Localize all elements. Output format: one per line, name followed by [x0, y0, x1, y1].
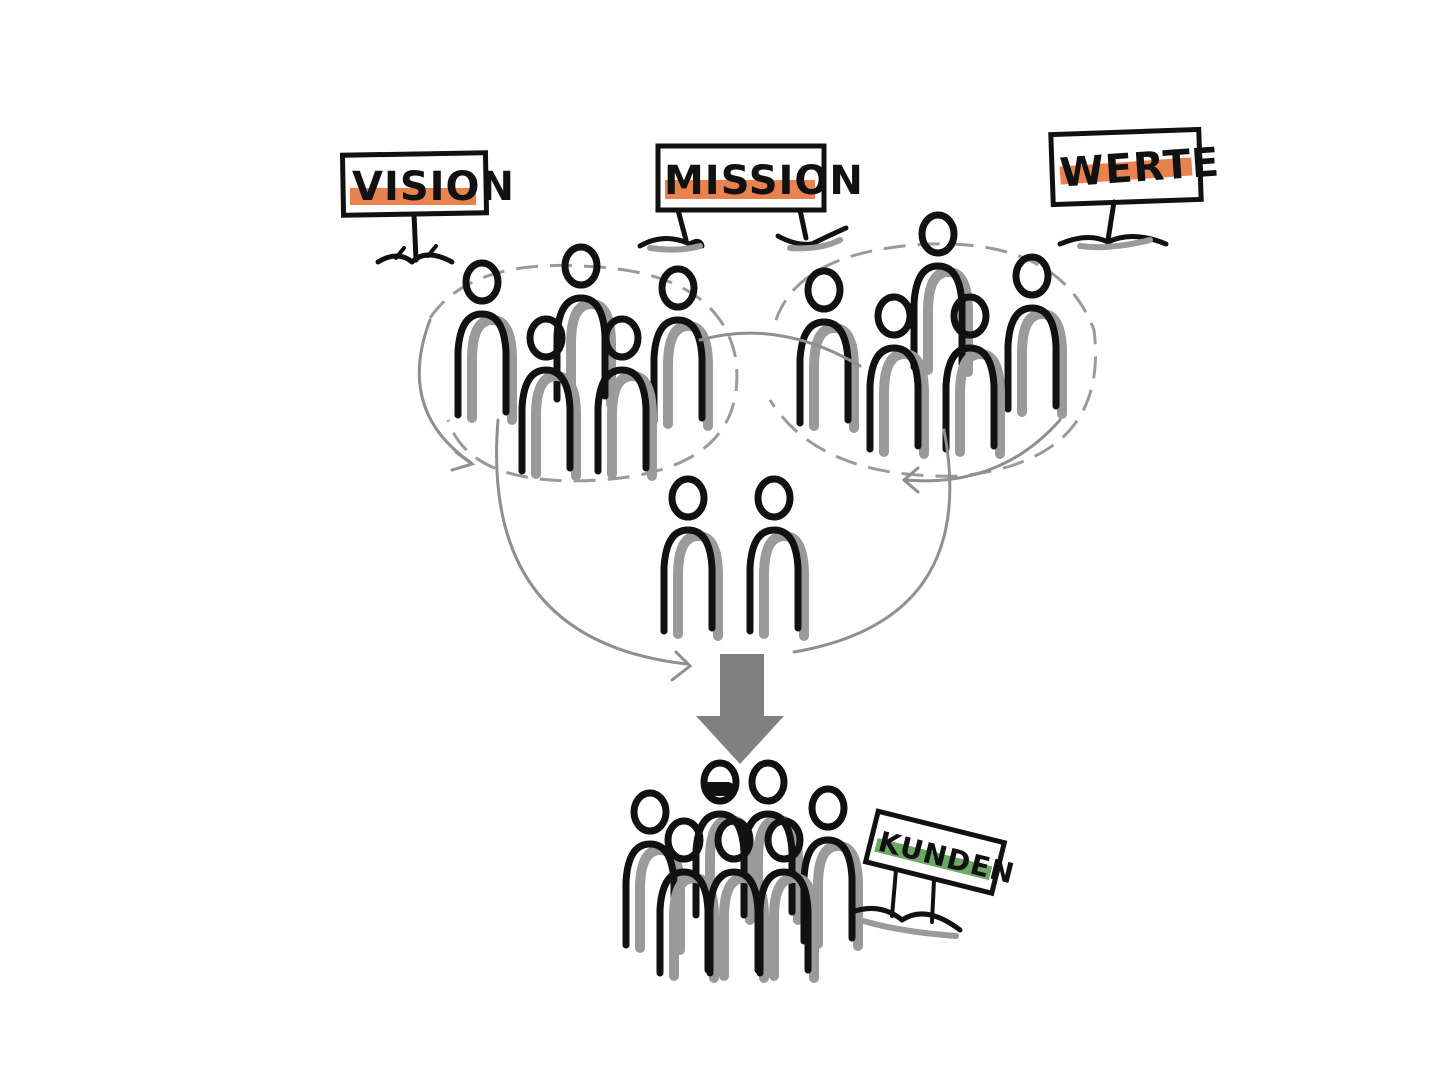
- sign-mission-highlight: [665, 180, 815, 199]
- sign-werte-label: WERTE: [1058, 139, 1221, 196]
- sign-werte-highlight: [1059, 157, 1193, 185]
- group-right: [768, 215, 1097, 478]
- sign-vision: VISION: [339, 150, 515, 265]
- person-icon: [654, 269, 708, 426]
- down-arrow-icon: [696, 654, 784, 764]
- group-left: [428, 247, 739, 483]
- group-middle: [664, 479, 804, 636]
- sign-kunden-highlight: [874, 837, 993, 881]
- sign-vision-highlight: [350, 188, 476, 205]
- person-icon: [664, 479, 718, 636]
- hat-icon: [702, 782, 734, 796]
- flow-arrows: [417, 318, 1062, 682]
- person-icon: [1008, 257, 1062, 414]
- sign-mission: MISSION: [637, 143, 864, 253]
- group-customers: [626, 763, 858, 978]
- sign-kunden: KUNDEN: [862, 808, 1018, 897]
- sign-mission-label: MISSION: [664, 158, 864, 204]
- sign-werte: WERTE: [1048, 126, 1221, 251]
- person-icon: [458, 263, 512, 420]
- sign-vision-label: VISION: [352, 164, 515, 210]
- person-icon: [750, 479, 804, 636]
